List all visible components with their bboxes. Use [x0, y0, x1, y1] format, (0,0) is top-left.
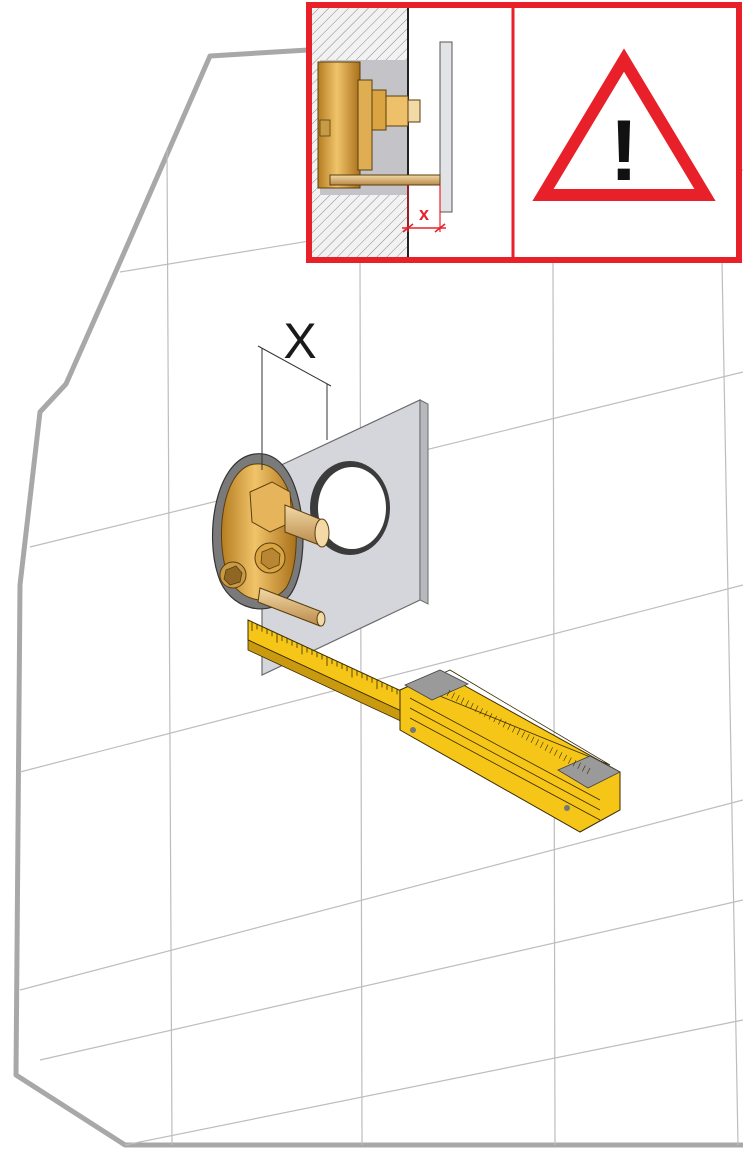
ruler-tick [498, 718, 502, 725]
main-dimension-x: X [257, 313, 332, 470]
ruler-tick [460, 697, 465, 704]
ruler-tick [586, 767, 591, 775]
valve-body [211, 453, 330, 627]
ruler-tick [526, 734, 530, 741]
warning-symbol: ! [610, 103, 639, 199]
ruler-tick [488, 713, 493, 720]
ruler-tick [577, 762, 581, 769]
ruler-tick [563, 754, 567, 762]
detail-inset: x ! [306, 2, 742, 263]
wall-outline [13, 47, 743, 1148]
folding-ruler [247, 619, 621, 833]
tile-grid [19, 149, 743, 1146]
ruler-tick [465, 700, 469, 707]
ruler-tick [451, 692, 455, 699]
ruler-tick [502, 721, 507, 728]
inset-dimension-x: x [402, 185, 446, 233]
ruler-tick [479, 708, 483, 715]
main-dimension-label: X [283, 313, 316, 369]
warning-icon: ! [532, 48, 716, 201]
ruler-tick [507, 723, 511, 730]
ruler-tick [516, 728, 521, 736]
ruler-tick [558, 752, 563, 759]
ruler-tick [484, 710, 488, 717]
ruler-tick [530, 736, 535, 743]
ruler-tick [521, 731, 525, 738]
ruler-tick [540, 741, 544, 749]
inset-dimension-label: x [419, 204, 429, 224]
inset-valve [317, 61, 441, 189]
ruler-tick [554, 749, 558, 756]
ruler-tick [549, 747, 553, 754]
ruler-tick [493, 715, 497, 723]
ruler-tick [568, 757, 572, 764]
ruler-tick [470, 702, 474, 710]
ruler-tick [446, 689, 451, 697]
ruler-tick [512, 726, 516, 733]
ruler-tick [572, 760, 577, 767]
ruler-tick [456, 695, 460, 702]
ruler-tick [535, 739, 539, 746]
ruler-tick [582, 765, 586, 772]
ruler-tick [544, 744, 549, 751]
ruler-tick [474, 705, 479, 712]
